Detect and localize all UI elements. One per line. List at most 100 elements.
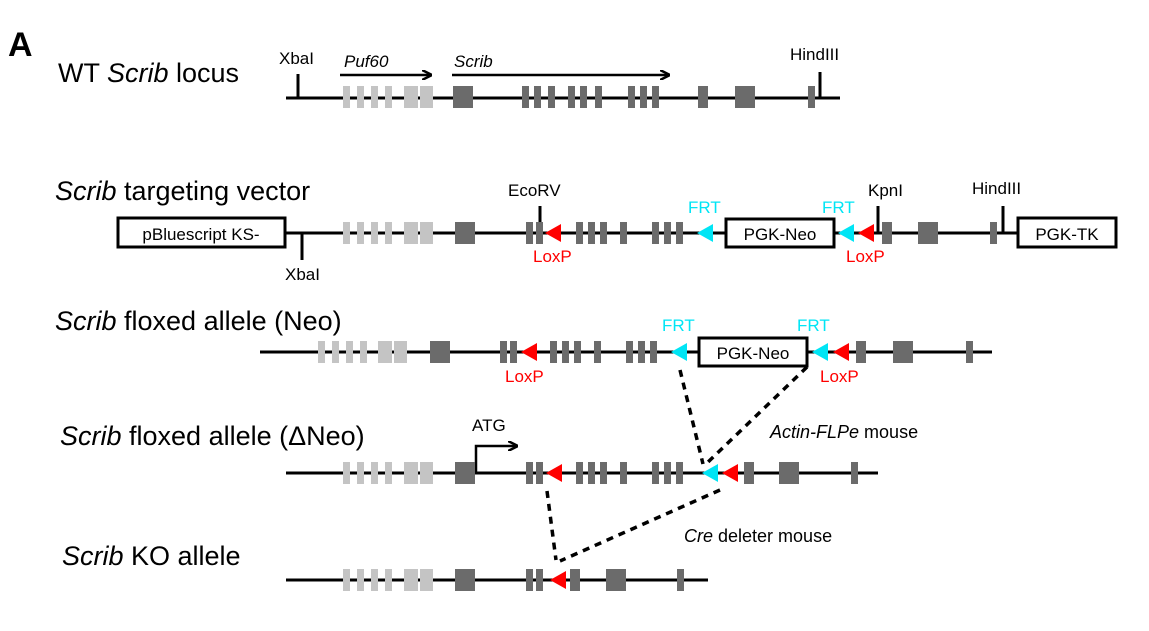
- cre-dash-right: [559, 488, 721, 563]
- vector-loxp-right-label: LoxP: [846, 247, 885, 266]
- exon: [676, 222, 683, 244]
- exon: [371, 462, 378, 484]
- exon: [522, 86, 529, 108]
- floxed-neo-exons: [318, 341, 973, 363]
- exon: [626, 341, 633, 363]
- ko-exons: [343, 569, 684, 591]
- floxed-neo-frt-right-label: FRT: [797, 316, 830, 335]
- floxed-dneo-frt-sites: [702, 464, 718, 482]
- exon: [744, 462, 754, 484]
- ko-row: Scrib KO allele: [62, 541, 708, 591]
- exon: [404, 569, 418, 591]
- exon: [357, 222, 364, 244]
- exon: [808, 86, 815, 108]
- exon: [568, 86, 575, 108]
- exon: [620, 222, 627, 244]
- exon: [600, 462, 607, 484]
- exon: [430, 341, 450, 363]
- floxed-neo-loxp-sites: [521, 343, 849, 361]
- exon: [343, 462, 350, 484]
- flp-dash-right: [704, 365, 809, 466]
- flp-dash-left: [678, 369, 705, 465]
- exon: [550, 341, 557, 363]
- vector-pgk-neo-box: [724, 217, 836, 249]
- frt-site: [702, 464, 718, 482]
- floxed-dneo-loxp-sites: [546, 464, 738, 482]
- vector-frt-sites: [697, 224, 854, 242]
- ko-label: Scrib KO allele: [62, 541, 241, 571]
- exon: [318, 341, 325, 363]
- floxed-dneo-row: Scrib floxed allele (ΔNeo) ATG: [60, 416, 878, 484]
- exon: [600, 222, 607, 244]
- exon: [893, 341, 913, 363]
- floxed-dneo-label: Scrib floxed allele (ΔNeo): [60, 421, 365, 451]
- exon: [664, 222, 671, 244]
- exon: [343, 222, 350, 244]
- exon: [455, 462, 475, 484]
- floxed-neo-loxp-right-label: LoxP: [820, 367, 859, 386]
- wt-locus-row: WT Scrib locus XbaI HindIII Puf60 Scrib: [58, 45, 840, 108]
- exon: [455, 222, 475, 244]
- vector-loxp-sites: [545, 224, 874, 242]
- exon: [385, 222, 392, 244]
- frt-site: [812, 343, 828, 361]
- floxed-neo-frt-sites: [671, 343, 828, 361]
- exon: [455, 569, 475, 591]
- exon: [420, 569, 433, 591]
- vector-exons: [343, 222, 997, 244]
- exon: [677, 569, 684, 591]
- vector-row: Scrib targeting vector pBluescript KS- X…: [55, 176, 1118, 284]
- exon: [570, 569, 580, 591]
- exon: [371, 569, 378, 591]
- exon: [360, 341, 367, 363]
- wt-xbai-label: XbaI: [279, 49, 314, 68]
- loxp-site: [550, 571, 566, 589]
- exon: [576, 462, 583, 484]
- vector-xbai-label: XbaI: [285, 265, 320, 284]
- exon: [385, 462, 392, 484]
- frt-site: [838, 224, 854, 242]
- exon: [346, 341, 353, 363]
- exon: [698, 86, 708, 108]
- exon: [420, 86, 433, 108]
- exon: [779, 462, 799, 484]
- exon: [536, 222, 543, 244]
- exon: [453, 86, 473, 108]
- loxp-site: [722, 464, 738, 482]
- vector-loxp-left-label: LoxP: [533, 247, 572, 266]
- exon: [882, 222, 892, 244]
- exon: [534, 86, 541, 108]
- atg-arrow: [474, 446, 516, 473]
- cre-dash-left: [545, 490, 558, 561]
- exon: [536, 462, 543, 484]
- exon: [595, 86, 602, 108]
- flp-note: Actin-FLPe mouse: [769, 422, 918, 442]
- exon: [404, 462, 418, 484]
- exon: [536, 569, 543, 591]
- atg-label: ATG: [472, 416, 506, 435]
- wt-hindiii-label: HindIII: [790, 45, 839, 64]
- exon: [420, 222, 433, 244]
- ko-loxp-sites: [550, 571, 566, 589]
- exon: [966, 341, 973, 363]
- loxp-site: [546, 464, 562, 482]
- exon: [378, 341, 392, 363]
- wt-locus-label: WT Scrib locus: [58, 58, 239, 88]
- pgk-tk-label: PGK-TK: [1035, 225, 1099, 244]
- exon: [918, 222, 938, 244]
- exon: [385, 569, 392, 591]
- floxed-neo-frt-left-label: FRT: [662, 316, 695, 335]
- cre-note: Cre deleter mouse: [684, 526, 832, 546]
- frt-site: [671, 343, 687, 361]
- scrib-gene-label: Scrib: [454, 52, 493, 71]
- floxed-dneo-exons: [343, 462, 858, 484]
- loxp-site: [545, 224, 561, 242]
- exon: [652, 86, 659, 108]
- exon: [652, 462, 659, 484]
- exon: [526, 569, 533, 591]
- vector-hindiii-label: HindIII: [972, 179, 1021, 198]
- exon: [606, 569, 626, 591]
- exon: [548, 86, 555, 108]
- exon: [343, 569, 350, 591]
